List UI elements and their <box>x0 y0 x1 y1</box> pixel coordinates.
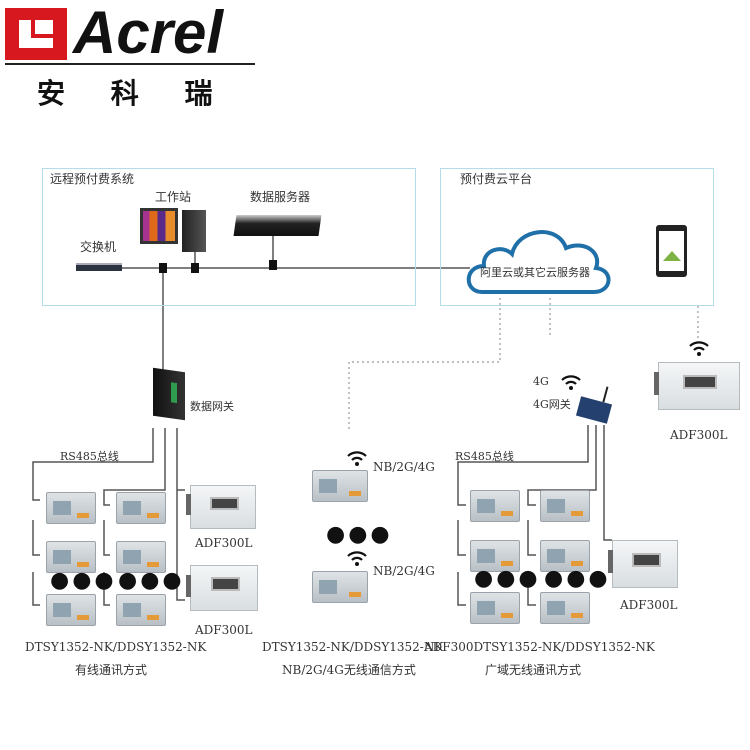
meter <box>470 490 520 522</box>
meter <box>470 540 520 572</box>
bus-nodes <box>159 260 277 273</box>
4g-label: 4G <box>533 375 549 388</box>
wired-model-label: DTSY1352-NK/DDSY1352-NK <box>25 640 207 654</box>
more-meters-dots: ●●● <box>544 566 611 591</box>
meter <box>540 592 590 624</box>
cloud-server-label: 阿里云或其它云服务器 <box>480 266 590 279</box>
meter <box>312 470 368 502</box>
wifi-icon <box>347 551 367 566</box>
workstation-label: 工作站 <box>155 190 192 204</box>
wireless-mode-label: NB/2G/4G无线通信方式 <box>282 663 416 677</box>
adf300l-label: ADF300L <box>620 598 678 612</box>
cloud-platform-title: 预付费云平台 <box>460 172 533 186</box>
wifi-icon <box>347 451 367 466</box>
more-meters-dots: ●●● <box>326 522 393 547</box>
meter <box>470 592 520 624</box>
wireless-model-label: DTSY1352-NK/DDSY1352-NK <box>262 640 444 654</box>
more-meters-dots: ●●● <box>118 568 185 593</box>
wan-model-label: ADF300DTSY1352-NK/DDSY1352-NK <box>424 640 655 654</box>
adf300l-label: ADF300L <box>195 536 253 550</box>
cloud-platform-panel <box>440 168 714 306</box>
acrel-logo: Acrel 安 科 瑞 <box>5 0 255 110</box>
meter <box>116 594 166 626</box>
adf300l-device <box>186 565 258 611</box>
rs485-bus-label-wired: RS485总线 <box>60 450 119 463</box>
adf300l-device <box>654 362 740 410</box>
meter <box>540 490 590 522</box>
brand-name: Acrel <box>73 0 224 66</box>
meter <box>312 571 368 603</box>
nb-label: NB/2G/4G <box>373 564 435 578</box>
wifi-icon <box>689 341 709 356</box>
remote-prepay-system-panel <box>42 168 416 306</box>
meter <box>46 541 96 573</box>
nb-label: NB/2G/4G <box>373 460 435 474</box>
more-meters-dots: ●●● <box>474 566 541 591</box>
mobile-phone-icon <box>656 225 687 277</box>
meter <box>116 541 166 573</box>
wan-mode-label: 广域无线通讯方式 <box>485 663 582 677</box>
data-server-icon <box>233 215 322 236</box>
4g-gateway-label: 4G网关 <box>533 398 571 411</box>
switch-icon <box>76 263 122 271</box>
wifi-icon <box>561 375 581 390</box>
data-gateway-icon <box>153 367 185 421</box>
meter <box>46 492 96 524</box>
meter <box>540 540 590 572</box>
meter <box>46 594 96 626</box>
wired-mode-label: 有线通讯方式 <box>75 663 148 677</box>
acrel-logo-mark-icon <box>5 8 67 60</box>
more-meters-dots: ●●● <box>50 568 117 593</box>
remote-prepay-system-title: 远程预付费系统 <box>50 172 135 186</box>
workstation-monitor-icon <box>140 208 178 244</box>
switch-label: 交换机 <box>80 240 117 254</box>
adf300l-device <box>186 485 256 529</box>
meter <box>116 492 166 524</box>
workstation-tower-icon <box>182 210 206 252</box>
adf300l-label: ADF300L <box>195 623 253 637</box>
cloud-icon <box>466 230 611 294</box>
adf300l-label: ADF300L <box>670 428 728 442</box>
data-gateway-label: 数据网关 <box>190 400 234 413</box>
rs485-bus-label-wan: RS485总线 <box>455 450 514 463</box>
logo-divider <box>5 63 255 65</box>
adf300l-device <box>608 540 678 588</box>
brand-chinese: 安 科 瑞 <box>37 77 231 110</box>
data-server-label: 数据服务器 <box>250 190 311 204</box>
